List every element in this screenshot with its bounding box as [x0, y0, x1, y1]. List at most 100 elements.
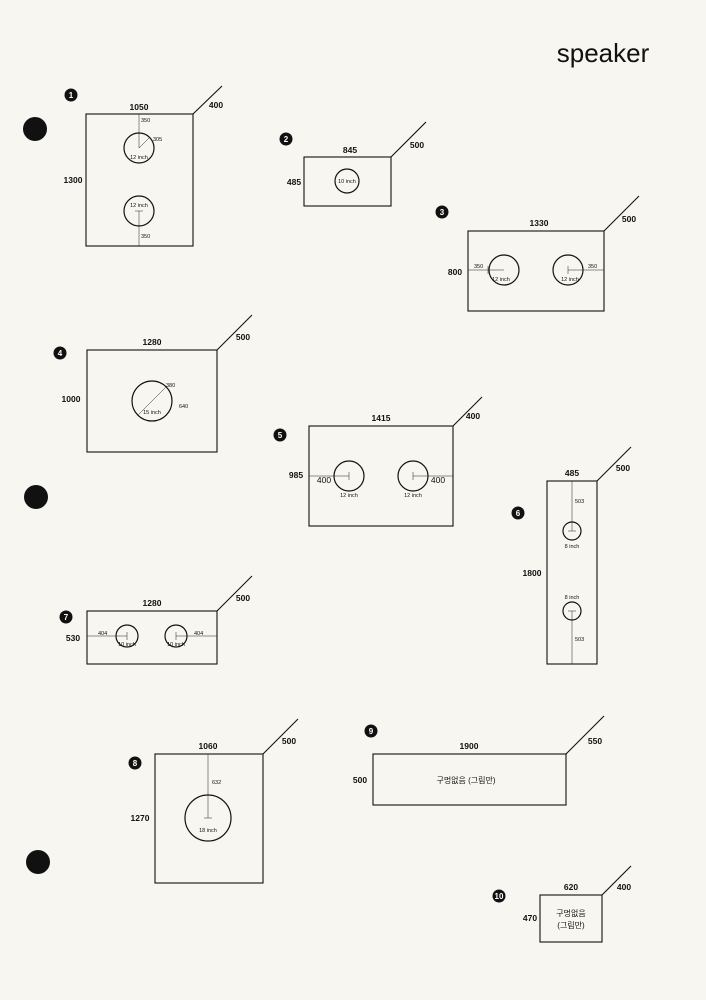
depth-line [216, 575, 253, 612]
no-hole-note-line-2: (그림만) [557, 920, 585, 930]
offset-label-left: 400 [317, 475, 331, 485]
speaker-number-badge [64, 88, 78, 102]
speaker-number-badge [364, 724, 378, 738]
height-label: 1300 [64, 175, 83, 185]
depth-line [262, 718, 299, 755]
driver-label-right: 10 inch [167, 642, 185, 648]
driver-circle-left [115, 624, 139, 648]
speaker-4: 4 1280 1000 500 380 640 15 inch [53, 314, 253, 453]
height-label: 500 [353, 775, 367, 785]
height-label: 800 [448, 267, 462, 277]
offset-label-bottom: 503 [575, 637, 584, 643]
diameter-line [137, 386, 167, 416]
driver-label-right: 12 inch [404, 493, 422, 499]
width-label: 1280 [143, 598, 162, 608]
depth-label: 500 [410, 140, 424, 150]
offset-label-right: 400 [431, 475, 445, 485]
depth-line [596, 446, 632, 482]
speaker-7: 7 1280 530 500 404 10 inch 404 10 inch [59, 575, 253, 665]
height-label: 985 [289, 470, 303, 480]
cabinet-front [85, 113, 194, 247]
speaker-6: 6 485 1800 500 503 8 inch 8 inch 503 [511, 446, 632, 665]
cabinet-front [372, 753, 567, 806]
speaker-number: 8 [133, 759, 138, 768]
speaker-5: 5 1415 985 400 400 12 inch 400 12 inch [273, 396, 483, 527]
speaker-number-badge [492, 889, 506, 903]
depth-label: 500 [622, 214, 636, 224]
height-label: 530 [66, 633, 80, 643]
driver-label: 15 inch [143, 410, 161, 416]
binder-hole-bottom [26, 850, 50, 874]
height-label: 1800 [523, 568, 542, 578]
driver-circle-left [488, 254, 520, 286]
speaker-1: 1 1050 1300 400 350 305 12 inch 12 inch … [64, 85, 223, 247]
width-label: 1415 [372, 413, 391, 423]
speaker-number: 4 [58, 349, 63, 358]
speaker-2: 2 845 485 500 10 inch [279, 121, 427, 207]
cabinet-front [86, 610, 218, 665]
driver-label-right: 12 inch [561, 277, 579, 283]
driver-circle-top [123, 132, 155, 164]
width-label: 1900 [460, 741, 479, 751]
speaker-number: 2 [284, 135, 289, 144]
depth-line [192, 85, 223, 115]
speaker-number-badge [279, 132, 293, 146]
binder-hole-middle [24, 485, 48, 509]
driver-label-left: 12 inch [492, 277, 510, 283]
depth-line [601, 865, 632, 896]
speaker-10: 10 620 470 400 구멍없음 (그림만) [492, 865, 632, 943]
depth-label: 400 [466, 411, 480, 421]
driver-circle [131, 380, 173, 422]
width-label: 620 [564, 882, 578, 892]
offset-label: 632 [212, 780, 221, 786]
driver-label-bottom: 8 inch [565, 595, 580, 601]
height-label: 1270 [131, 813, 150, 823]
no-hole-note: 구멍없음 (그림만) [436, 775, 495, 785]
depth-label: 550 [588, 736, 602, 746]
radius-line [138, 137, 150, 149]
depth-line [216, 314, 253, 351]
speaker-number-badge [59, 610, 73, 624]
depth-line [565, 715, 605, 755]
width-label: 845 [343, 145, 357, 155]
offset-label-top: 380 [166, 383, 175, 389]
speaker-3: 3 1330 800 500 350 12 inch 350 12 inch [435, 195, 640, 312]
depth-line [452, 396, 483, 427]
speaker-number: 7 [64, 613, 69, 622]
offset-label-bottom: 350 [141, 234, 150, 240]
width-label: 1280 [143, 337, 162, 347]
driver-circle-left [333, 460, 365, 492]
cabinet-front [154, 753, 264, 884]
depth-label: 400 [617, 882, 631, 892]
offset-label-radius: 305 [153, 137, 162, 143]
speaker-number: 9 [369, 727, 374, 736]
driver-circle [334, 168, 360, 194]
cabinet-front [467, 230, 605, 312]
speaker-number-badge [53, 346, 67, 360]
offset-label-right: 404 [194, 631, 203, 637]
driver-label-left: 10 inch [118, 642, 136, 648]
depth-label: 500 [236, 593, 250, 603]
height-label: 470 [523, 913, 537, 923]
width-label: 1060 [199, 741, 218, 751]
driver-label-top: 12 inch [130, 155, 148, 161]
offset-label-right: 350 [588, 264, 597, 270]
offset-label-top: 350 [141, 118, 150, 124]
depth-label: 400 [209, 100, 223, 110]
depth-line [603, 195, 640, 232]
depth-line [390, 121, 427, 158]
speaker-number: 1 [69, 91, 74, 100]
offset-label-left: 350 [474, 264, 483, 270]
height-label: 1000 [62, 394, 81, 404]
driver-circle-top [562, 521, 582, 541]
speaker-number: 10 [495, 892, 504, 901]
speaker-8: 8 1060 1270 500 632 18 inch [128, 718, 299, 884]
height-label: 485 [287, 177, 301, 187]
binder-hole-top [23, 117, 47, 141]
depth-label: 500 [282, 736, 296, 746]
width-label: 1330 [530, 218, 549, 228]
speaker-number: 6 [516, 509, 521, 518]
driver-label: 18 inch [199, 828, 217, 834]
cabinet-front [303, 156, 392, 207]
driver-label-top: 8 inch [565, 544, 580, 550]
